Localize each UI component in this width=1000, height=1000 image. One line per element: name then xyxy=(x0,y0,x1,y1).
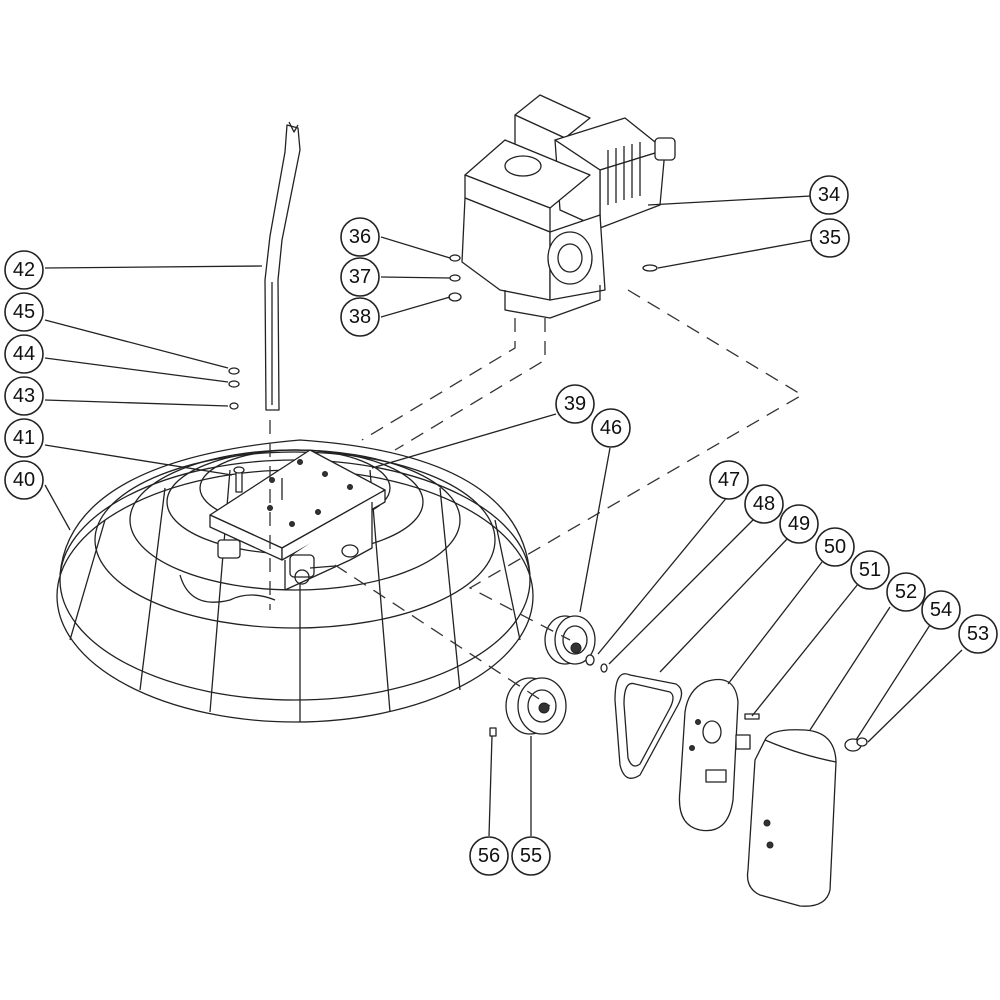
callout-label: 43 xyxy=(13,385,35,407)
callout-label: 39 xyxy=(564,393,586,415)
callout-label: 46 xyxy=(600,417,622,439)
callout-50: 50 xyxy=(815,527,855,567)
callout-label: 56 xyxy=(478,845,500,867)
callout-label: 52 xyxy=(895,581,917,603)
callout-label: 36 xyxy=(349,226,371,248)
callout-label: 38 xyxy=(349,306,371,328)
small-fasteners xyxy=(489,654,868,752)
callout-label: 40 xyxy=(13,469,35,491)
callout-53: 53 xyxy=(958,614,998,654)
callout-38: 38 xyxy=(340,297,380,337)
engine-hardware xyxy=(448,254,658,302)
callout-label: 53 xyxy=(967,623,989,645)
pulley-55-part xyxy=(505,677,567,735)
callout-46: 46 xyxy=(591,408,631,448)
handle-hardware xyxy=(228,367,245,493)
callout-51: 51 xyxy=(850,550,890,590)
callout-56: 56 xyxy=(469,836,509,876)
callout-label: 50 xyxy=(824,536,846,558)
callout-35: 35 xyxy=(810,218,850,258)
engine-part xyxy=(461,94,676,319)
callout-36: 36 xyxy=(340,217,380,257)
handle-part xyxy=(264,121,301,411)
assembly-centerlines xyxy=(269,289,804,707)
callout-41: 41 xyxy=(4,418,44,458)
pulley-46-part xyxy=(544,615,596,665)
callout-label: 48 xyxy=(753,493,775,515)
belt-guard-part xyxy=(746,729,837,907)
bracket-plate-part xyxy=(678,678,751,832)
callout-48: 48 xyxy=(744,484,784,524)
callout-42: 42 xyxy=(4,250,44,290)
callout-55: 55 xyxy=(511,836,551,876)
gearbox-plate-part xyxy=(209,449,386,591)
callout-label: 51 xyxy=(859,559,881,581)
callout-40: 40 xyxy=(4,460,44,500)
belt-part xyxy=(614,673,683,779)
leader-lines xyxy=(44,194,963,837)
callout-label: 49 xyxy=(788,513,810,535)
callout-label: 54 xyxy=(930,599,952,621)
callout-label: 47 xyxy=(718,469,740,491)
callout-43: 43 xyxy=(4,376,44,416)
callout-label: 45 xyxy=(13,301,35,323)
callout-34: 34 xyxy=(809,175,849,215)
callout-label: 42 xyxy=(13,259,35,281)
callout-label: 44 xyxy=(13,343,35,365)
callout-52: 52 xyxy=(886,572,926,612)
callout-47: 47 xyxy=(709,460,749,500)
callout-label: 37 xyxy=(349,266,371,288)
callout-37: 37 xyxy=(340,257,380,297)
callout-54: 54 xyxy=(921,590,961,630)
callout-44: 44 xyxy=(4,334,44,374)
callout-45: 45 xyxy=(4,292,44,332)
callout-39: 39 xyxy=(555,384,595,424)
callout-label: 55 xyxy=(520,845,542,867)
callout-label: 41 xyxy=(13,427,35,449)
callout-49: 49 xyxy=(779,504,819,544)
callout-label: 34 xyxy=(818,184,840,206)
callout-label: 35 xyxy=(819,227,841,249)
